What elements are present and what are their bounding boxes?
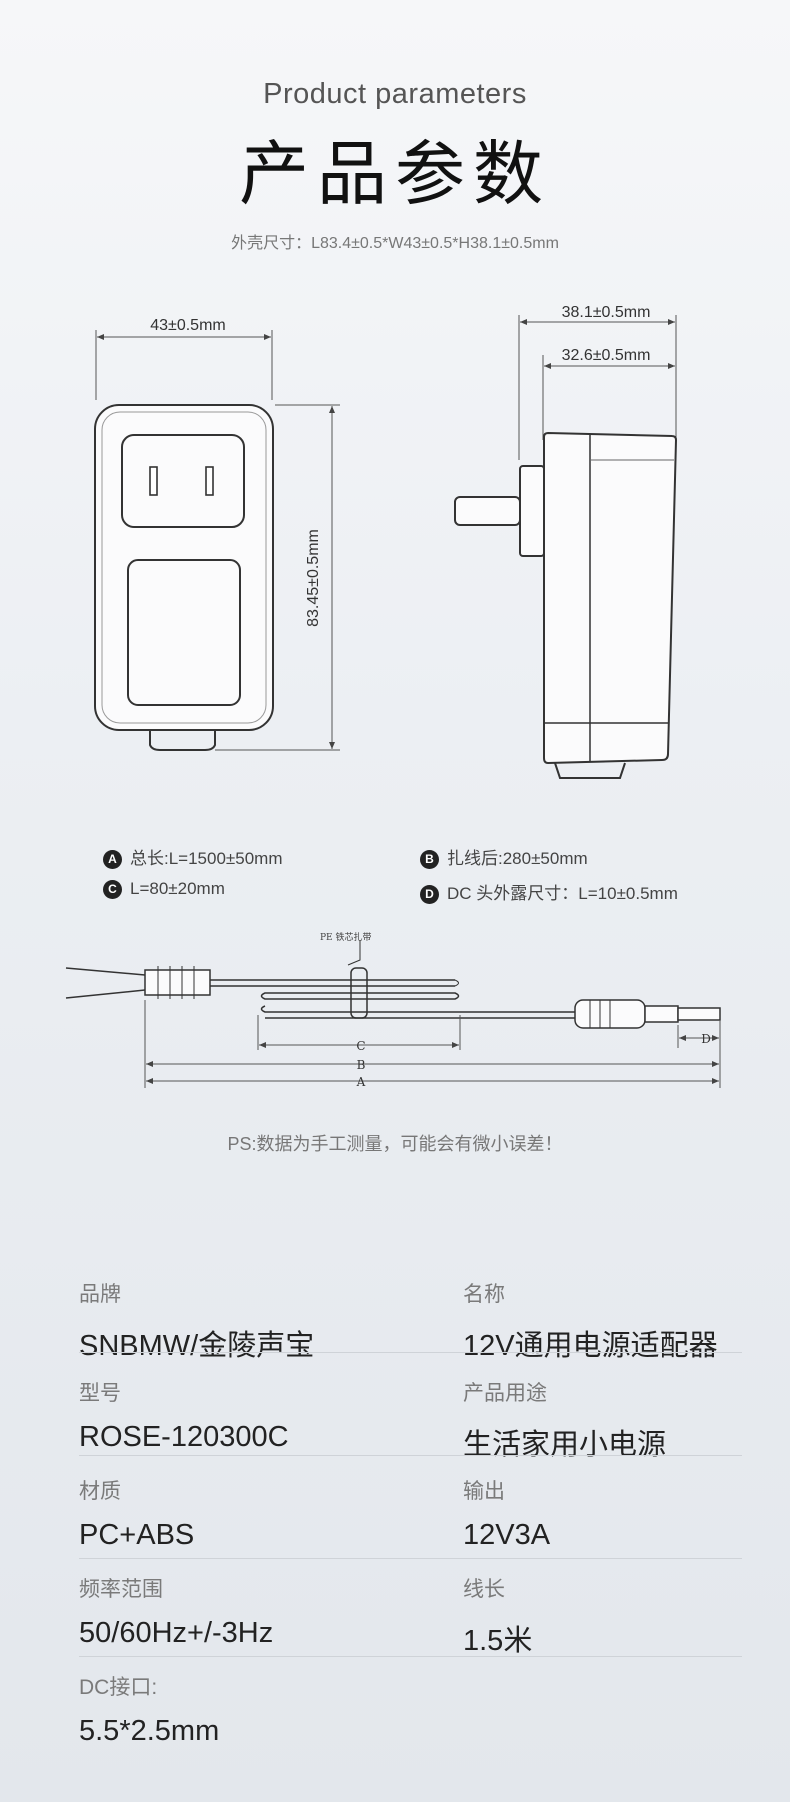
dim-width-label: 43±0.5mm: [150, 317, 225, 334]
param-name: 名称 12V通用电源适配器: [463, 1278, 718, 1364]
param-label: 频率范围: [79, 1578, 163, 1601]
param-brand: 品牌 SNBMW/金陵声宝: [79, 1278, 314, 1364]
spec-b: B 扎线后:280±50mm: [420, 844, 588, 870]
param-value: 50/60Hz+/-3Hz: [79, 1617, 274, 1649]
param-material: 材质 PC+ABS: [79, 1475, 194, 1552]
divider: [79, 1656, 742, 1657]
param-value: 5.5*2.5mm: [79, 1715, 220, 1747]
spec-c: C L=80±20mm: [103, 879, 225, 900]
param-output: 输出 12V3A: [463, 1475, 550, 1552]
mark-d: D: [701, 1032, 711, 1046]
title-english: Product parameters: [263, 78, 527, 110]
cable-drawing: [65, 940, 721, 1088]
divider: [79, 1558, 742, 1559]
badge-a: A: [103, 850, 122, 870]
param-label: 输出: [463, 1480, 505, 1503]
param-value: ROSE-120300C: [79, 1421, 289, 1453]
param-label: 线长: [463, 1578, 505, 1601]
param-label: 型号: [79, 1382, 121, 1405]
param-value: 12V3A: [463, 1519, 551, 1551]
side-view: [454, 315, 678, 779]
param-label: 产品用途: [463, 1382, 547, 1405]
divider: [79, 1352, 742, 1353]
mark-c: C: [356, 1039, 365, 1053]
spec-d-text: DC 头外露尺寸：L=10±0.5mm: [447, 884, 678, 903]
title-chinese: 产品参数: [239, 133, 551, 215]
param-label: 材质: [79, 1480, 121, 1503]
pe-label: PE 铁芯扎带: [320, 931, 372, 943]
param-cable-length: 线长 1.5米: [463, 1573, 532, 1659]
dim-depth-body-label: 32.6±0.5mm: [562, 347, 651, 364]
mark-a: A: [356, 1075, 366, 1089]
param-frequency: 频率范围 50/60Hz+/-3Hz: [79, 1573, 273, 1650]
front-view: [94, 330, 340, 751]
dim-depth-total-label: 38.1±0.5mm: [562, 304, 651, 321]
dim-height-label: 83.45±0.5mm: [305, 529, 322, 627]
param-model: 型号 ROSE-120300C: [79, 1377, 289, 1454]
ps-note: PS:数据为手工测量，可能会有微小误差！: [227, 1134, 563, 1154]
param-usage: 产品用途 生活家用小电源: [463, 1377, 666, 1463]
param-value: SNBMW/金陵声宝: [79, 1330, 315, 1362]
divider: [79, 1455, 742, 1456]
param-value: 12V通用电源适配器: [463, 1330, 718, 1362]
param-label: 名称: [463, 1283, 505, 1306]
badge-d: D: [420, 885, 439, 905]
spec-a-text: 总长:L=1500±50mm: [130, 849, 283, 868]
param-dc-interface: DC接口: 5.5*2.5mm: [79, 1671, 219, 1748]
spec-a: A 总长:L=1500±50mm: [103, 844, 283, 870]
param-label: DC接口:: [79, 1676, 158, 1699]
badge-c: C: [103, 880, 122, 900]
param-value: 1.5米: [463, 1625, 533, 1657]
badge-b: B: [420, 850, 439, 870]
param-label: 品牌: [79, 1283, 121, 1306]
param-value: PC+ABS: [79, 1519, 195, 1551]
spec-b-text: 扎线后:280±50mm: [447, 849, 588, 868]
spec-d: D DC 头外露尺寸：L=10±0.5mm: [420, 879, 678, 905]
shell-size-text: 外壳尺寸：L83.4±0.5*W43±0.5*H38.1±0.5mm: [231, 235, 559, 252]
spec-c-text: L=80±20mm: [130, 879, 225, 898]
param-value: 生活家用小电源: [463, 1429, 667, 1461]
mark-b: B: [357, 1058, 366, 1072]
